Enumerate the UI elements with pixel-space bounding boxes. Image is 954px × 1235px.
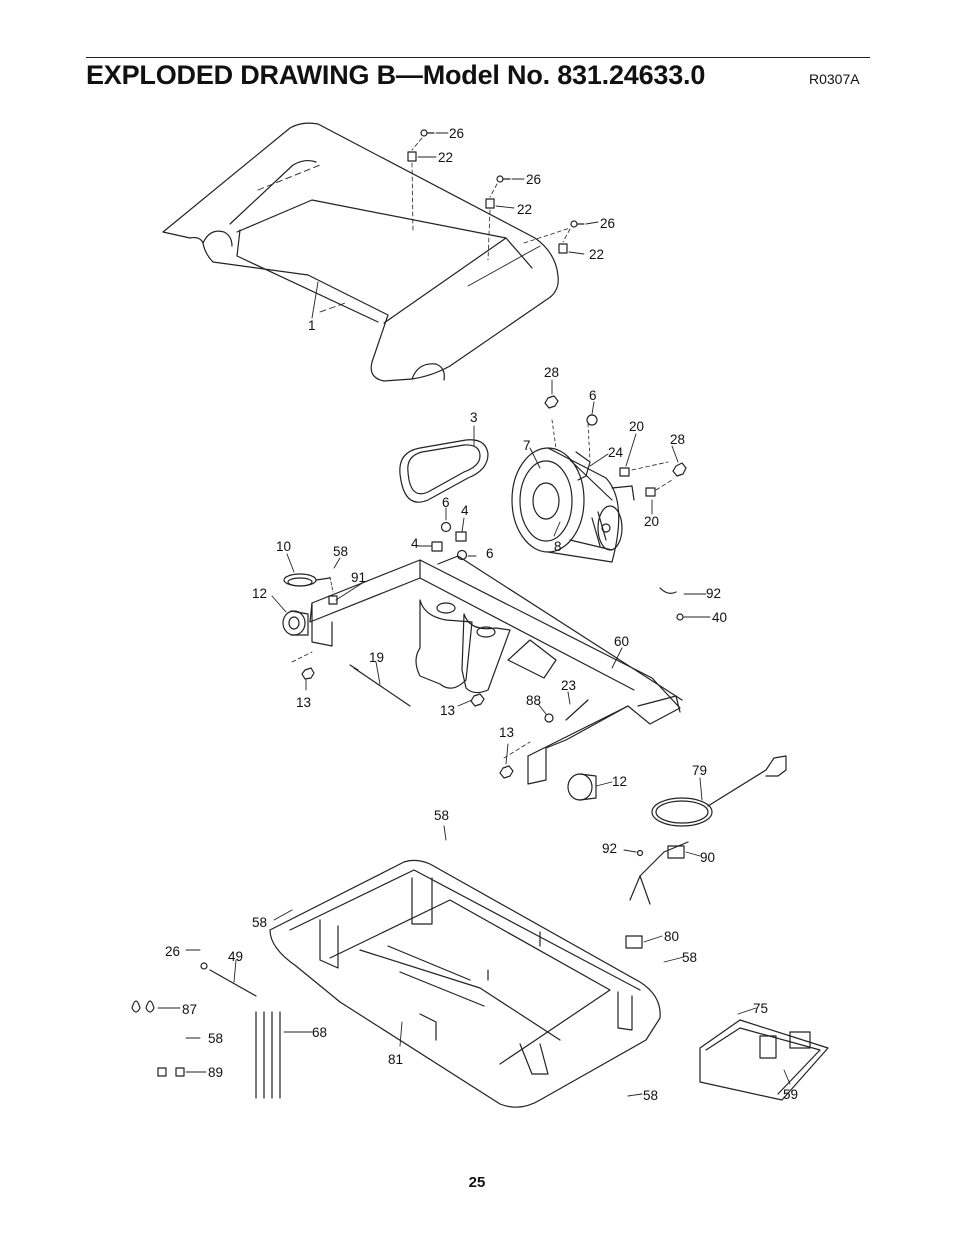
part-motor (511, 419, 635, 563)
callout-20: 20 (644, 514, 659, 529)
callout-88: 88 (526, 693, 541, 708)
callout-22: 22 (517, 202, 532, 217)
callout-68: 68 (312, 1025, 327, 1040)
part-hood (162, 122, 559, 382)
part-power-cord (629, 755, 787, 905)
callout-13: 13 (499, 725, 514, 740)
drawing-code: R0307A (809, 71, 860, 87)
callout-23: 23 (561, 678, 576, 693)
callout-58: 58 (208, 1031, 223, 1046)
callout-1: 1 (308, 318, 316, 333)
header-rule (86, 57, 870, 58)
page-title: EXPLODED DRAWING B—Model No. 831.24633.0 (86, 60, 706, 90)
callout-24: 24 (608, 445, 624, 460)
callout-13: 13 (440, 703, 455, 718)
callout-22: 22 (589, 247, 604, 262)
callout-28: 28 (544, 365, 559, 380)
callout-49: 49 (228, 949, 243, 964)
callout-4: 4 (461, 503, 469, 518)
callout-7: 7 (523, 438, 531, 453)
callout-12: 12 (252, 586, 267, 601)
motor-fasteners (431, 395, 687, 561)
callout-87: 87 (182, 1002, 197, 1017)
callout-26: 26 (165, 944, 180, 959)
callout-10: 10 (276, 539, 291, 554)
callout-3: 3 (470, 410, 478, 425)
callout-81: 81 (388, 1052, 403, 1067)
ties-and-clamps (131, 962, 281, 1099)
callout-6: 6 (486, 546, 494, 561)
misc-parts (283, 573, 684, 779)
part-belt (399, 439, 489, 503)
callout-58: 58 (434, 808, 449, 823)
callout-92: 92 (706, 586, 721, 601)
leader-lines (157, 132, 791, 1097)
callout-58: 58 (252, 915, 267, 930)
callout-28: 28 (670, 432, 685, 447)
page-number: 25 (468, 1174, 486, 1191)
callout-90: 90 (700, 850, 715, 865)
hood-fasteners (407, 129, 585, 261)
callout-26: 26 (449, 126, 464, 141)
callout-58: 58 (682, 950, 697, 965)
callout-6: 6 (442, 495, 450, 510)
part-callouts: 26 22 26 22 26 22 1 28 6 3 7 24 20 28 20… (165, 126, 798, 1103)
part-frame (309, 555, 683, 785)
callout-12: 12 (612, 774, 627, 789)
part-controller (625, 935, 829, 1101)
callout-4: 4 (411, 536, 419, 551)
callout-58: 58 (333, 544, 348, 559)
callout-40: 40 (712, 610, 727, 625)
callout-92: 92 (602, 841, 617, 856)
callout-8: 8 (554, 539, 562, 554)
callout-13: 13 (296, 695, 311, 710)
callout-60: 60 (614, 634, 629, 649)
callout-19: 19 (369, 650, 384, 665)
callout-20: 20 (629, 419, 644, 434)
callout-80: 80 (664, 929, 679, 944)
callout-6: 6 (589, 388, 597, 403)
callout-26: 26 (600, 216, 615, 231)
callout-79: 79 (692, 763, 707, 778)
callout-26: 26 (526, 172, 541, 187)
part-wheels (282, 610, 597, 801)
callout-22: 22 (438, 150, 453, 165)
callout-58: 58 (643, 1088, 658, 1103)
callout-91: 91 (351, 570, 366, 585)
callout-59: 59 (783, 1087, 798, 1102)
part-base (269, 859, 661, 1108)
callout-75: 75 (753, 1001, 768, 1016)
callout-89: 89 (208, 1065, 223, 1080)
